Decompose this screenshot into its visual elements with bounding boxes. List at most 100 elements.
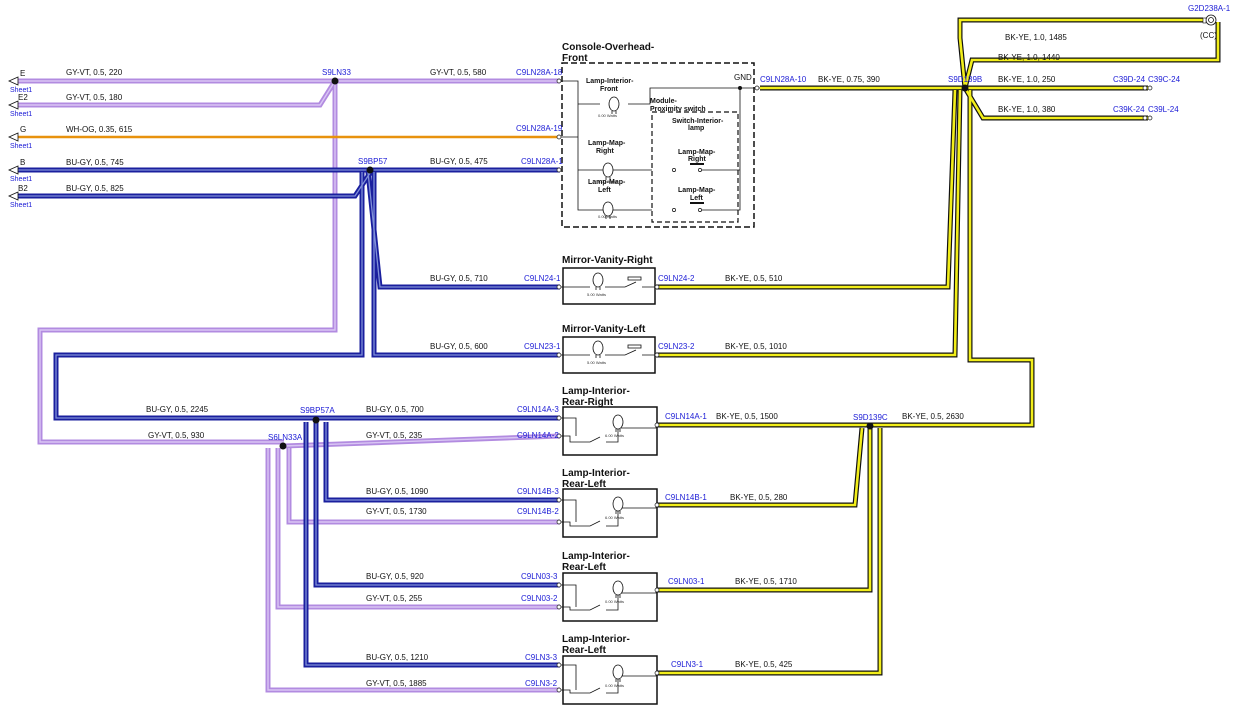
connector-c9ln14b-2[interactable]: C9LN14B-2 xyxy=(517,507,559,516)
console-overhead-front[interactable]: Console-Overhead- Front Lamp-Interior- F… xyxy=(556,42,760,228)
wire-labels: GY-VT, 0.5, 220 GY-VT, 0.5, 180 WH-OG, 0… xyxy=(66,33,1067,688)
connector-c9ln14b-1[interactable]: C9LN14B-1 xyxy=(665,493,707,502)
connector-c9ln24-2[interactable]: C9LN24-2 xyxy=(658,274,695,283)
lamp-map-left-label-2: Left xyxy=(598,187,612,194)
gnd-label: GND xyxy=(734,73,752,82)
splice-s9d139c[interactable]: S9D139C xyxy=(853,413,888,422)
wire-label-e: GY-VT, 0.5, 220 xyxy=(66,68,123,77)
connector-c9ln14b-3[interactable]: C9LN14B-3 xyxy=(517,487,559,496)
splice-s9bp57a[interactable]: S9BP57A xyxy=(300,406,335,415)
connector-c9ln3-3[interactable]: C9LN3-3 xyxy=(525,653,558,662)
splice-s9bp57[interactable]: S9BP57 xyxy=(358,157,388,166)
splice-s6ln33a[interactable]: S6LN33A xyxy=(268,433,303,442)
lamp-map-right-bulb-icon xyxy=(602,162,614,181)
sheet-reference-b2[interactable]: B2 Sheet1 xyxy=(8,184,32,209)
violet-wires xyxy=(18,78,561,693)
connector-c39c-24[interactable]: C39C-24 xyxy=(1148,75,1181,84)
sheet-pin-e: E xyxy=(20,69,25,78)
console-title-line1: Console-Overhead- xyxy=(562,42,654,53)
wire-label-710: BU-GY, 0.5, 710 xyxy=(430,274,488,283)
wire-label-510: BK-YE, 0.5, 510 xyxy=(725,274,783,283)
switch-label-1: Switch-Interior- xyxy=(672,118,724,125)
rear-left-2-watts: 0.00 Watts xyxy=(605,599,624,604)
connector-c9ln28a-1[interactable]: C9LN28A-1 xyxy=(521,157,563,166)
yellow-wires xyxy=(656,17,1221,676)
splice-dot-s9ln33[interactable] xyxy=(331,77,339,85)
lamp-interior-rear-left-2[interactable]: Lamp-Interior- Rear-Left 0.00 Watts xyxy=(560,551,658,622)
wire-label-1885: GY-VT, 0.5, 1885 xyxy=(366,679,427,688)
sheet-link-g[interactable]: Sheet1 xyxy=(10,143,32,150)
wire-label-235: GY-VT, 0.5, 235 xyxy=(366,431,423,440)
splice-dot-s9bp57[interactable] xyxy=(366,166,374,174)
connector-c9ln14a-3[interactable]: C9LN14A-3 xyxy=(517,405,559,414)
wire-label-1440: BK-YE, 1.0, 1440 xyxy=(998,53,1060,62)
splice-dot-s9bp57a[interactable] xyxy=(312,416,320,424)
switch-map-left-label-2: Left xyxy=(690,195,704,202)
lamp-interior-rear-left-3[interactable]: Lamp-Interior- Rear-Left 0.00 Watts xyxy=(560,634,658,705)
mirror-left-title: Mirror-Vanity-Left xyxy=(562,324,646,335)
connector-c9ln28a-19[interactable]: C9LN28A-19 xyxy=(516,124,563,133)
connector-c9ln28a-10[interactable]: C9LN28A-10 xyxy=(760,75,807,84)
sheet-reference-b[interactable]: B Sheet1 xyxy=(8,158,32,183)
connector-c9ln03-2[interactable]: C9LN03-2 xyxy=(521,594,558,603)
splice-s9d139b[interactable]: S9D139B xyxy=(948,75,982,84)
rear-left-1-watts: 6.00 Watts xyxy=(605,515,624,520)
wire-label-e2: GY-VT, 0.5, 180 xyxy=(66,93,123,102)
mirror-right-watts: 5.00 Watts xyxy=(587,292,606,297)
connector-c9ln28a-18[interactable]: C9LN28A-18 xyxy=(516,68,563,77)
wire-label-580: GY-VT, 0.5, 580 xyxy=(430,68,487,77)
g2d238a-label[interactable]: G2D238A-1 xyxy=(1188,4,1231,13)
sheet-link-b[interactable]: Sheet1 xyxy=(10,176,32,183)
splice-dot-s6ln33a[interactable] xyxy=(279,442,287,450)
lamp-map-right-watts: 0.00 Watts xyxy=(598,179,617,184)
mirror-vanity-right[interactable]: Mirror-Vanity-Right 5.00 Watts xyxy=(560,255,656,305)
connector-c9ln14a-1[interactable]: C9LN14A-1 xyxy=(665,412,707,421)
sheet-reference-e2[interactable]: E2 Sheet1 xyxy=(8,93,32,118)
lamp-map-right-label-2: Right xyxy=(596,148,615,155)
lamp-map-left-label-1: Lamp-Map- xyxy=(588,179,626,186)
sheet-reference-e[interactable]: E Sheet1 xyxy=(8,69,32,94)
sheet-pin-b: B xyxy=(20,158,25,167)
connector-c39d-24[interactable]: C39D-24 xyxy=(1113,75,1146,84)
switch-map-left-label-1: Lamp-Map- xyxy=(678,187,716,194)
connector-c39l-24[interactable]: C39L-24 xyxy=(1148,105,1179,114)
connector-c9ln14a-2[interactable]: C9LN14A-2 xyxy=(517,431,559,440)
connector-c9ln03-1[interactable]: C9LN03-1 xyxy=(668,577,705,586)
splice-s9ln33[interactable]: S9LN33 xyxy=(322,68,351,77)
wire-label-1500: BK-YE, 0.5, 1500 xyxy=(716,412,778,421)
connector-c9ln24-1[interactable]: C9LN24-1 xyxy=(524,274,561,283)
connector-c9ln23-2[interactable]: C9LN23-2 xyxy=(658,342,695,351)
mirror-vanity-left[interactable]: Mirror-Vanity-Left 5.00 Watts xyxy=(560,324,656,374)
cc-label: (CC) xyxy=(1200,31,1217,40)
connector-c9ln23-1[interactable]: C9LN23-1 xyxy=(524,342,561,351)
connector-c9ln3-1[interactable]: C9LN3-1 xyxy=(671,660,704,669)
sheet-link-b2[interactable]: Sheet1 xyxy=(10,202,32,209)
connector-labels: C9LN28A-18 C9LN28A-19 C9LN28A-1 C9LN28A-… xyxy=(516,68,1181,688)
right-terminals xyxy=(556,85,1153,693)
lamp-interior-rear-right[interactable]: Lamp-Interior- Rear-Right 6.00 Watts xyxy=(560,386,658,456)
wire-label-390: BK-YE, 0.75, 390 xyxy=(818,75,880,84)
wire-label-255: GY-VT, 0.5, 255 xyxy=(366,594,423,603)
splice-dot-s9d139c[interactable] xyxy=(866,422,874,430)
sheet-link-e2[interactable]: Sheet1 xyxy=(10,111,32,118)
sheet-link-e[interactable]: Sheet1 xyxy=(10,87,32,94)
lamp-interior-front-label-2: Front xyxy=(600,86,619,93)
rear-left-1-title-1: Lamp-Interior- xyxy=(562,468,630,479)
connector-c9ln03-3[interactable]: C9LN03-3 xyxy=(521,572,558,581)
ground-connector-g2d238a[interactable]: G2D238A-1 (CC) xyxy=(1188,4,1231,40)
wire-label-1730: GY-VT, 0.5, 1730 xyxy=(366,507,427,516)
sheet-reference-g[interactable]: G Sheet1 xyxy=(8,125,32,150)
switch-label-2: lamp xyxy=(688,125,704,132)
wire-label-1485: BK-YE, 1.0, 1485 xyxy=(1005,33,1067,42)
connector-c39k-24[interactable]: C39K-24 xyxy=(1113,105,1145,114)
lamp-interior-rear-left-1[interactable]: Lamp-Interior- Rear-Left 6.00 Watts xyxy=(560,468,658,538)
rear-left-3-title-2: Rear-Left xyxy=(562,645,607,656)
splice-dot-s9d139b[interactable] xyxy=(961,84,969,92)
wire-label-250: BK-YE, 1.0, 250 xyxy=(998,75,1056,84)
wire-label-1710: BK-YE, 0.5, 1710 xyxy=(735,577,797,586)
rear-left-2-title-2: Rear-Left xyxy=(562,562,607,573)
connector-c9ln3-2[interactable]: C9LN3-2 xyxy=(525,679,558,688)
wire-label-1210: BU-GY, 0.5, 1210 xyxy=(366,653,429,662)
wire-label-g: WH-OG, 0.35, 615 xyxy=(66,125,133,134)
wire-label-475: BU-GY, 0.5, 475 xyxy=(430,157,488,166)
